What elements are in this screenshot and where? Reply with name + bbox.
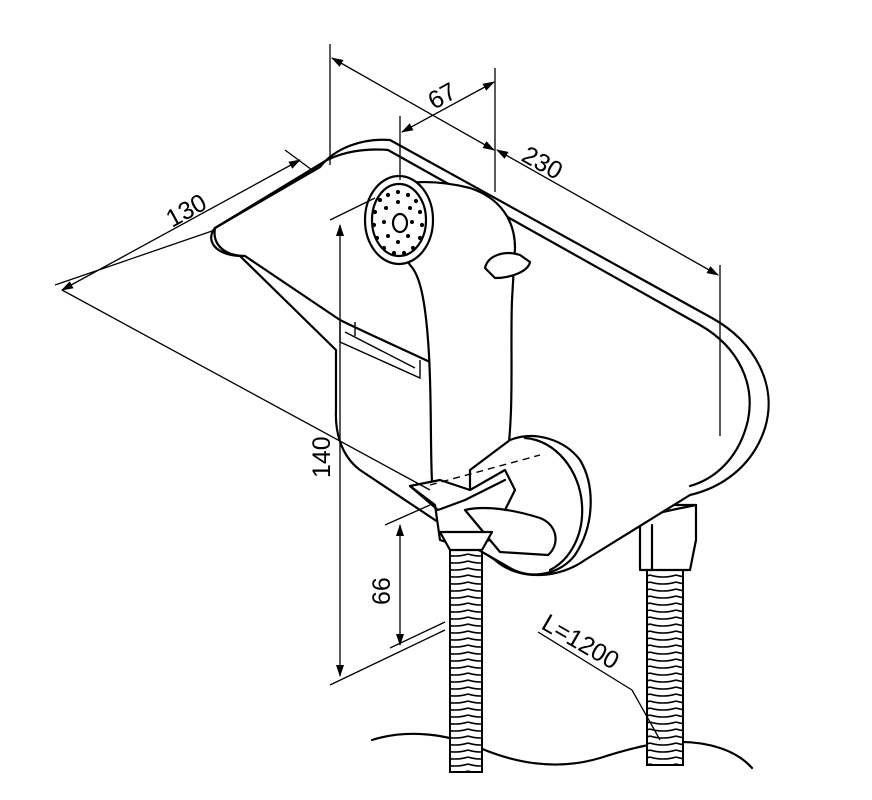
dim-130-label: 130	[161, 189, 211, 234]
dim-67-label: 67	[423, 77, 461, 115]
ground-wave	[370, 732, 754, 770]
projection-line	[61, 289, 431, 491]
nozzle-pattern	[371, 189, 425, 256]
holder-bracket	[408, 435, 592, 576]
hose-length-label: L=1200	[537, 609, 624, 675]
hose-right	[646, 559, 684, 766]
dim-230-label: 230	[517, 141, 567, 186]
hose-length-callout: L=1200	[537, 609, 661, 741]
dim-140-label: 140	[308, 436, 336, 478]
dimension-66: 66	[368, 504, 446, 649]
hand-shower	[363, 174, 532, 492]
hose-left	[449, 546, 483, 773]
dimension-140: 140	[308, 197, 446, 686]
dim-66-label: 66	[368, 577, 396, 605]
